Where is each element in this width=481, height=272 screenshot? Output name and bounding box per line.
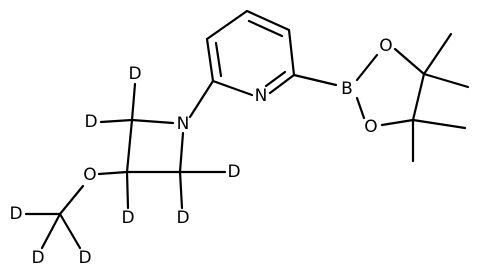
atom-d-left: D: [121, 208, 134, 228]
atom-o-methoxy: O: [83, 165, 96, 185]
bond-cbottom-d-bottom: [178, 170, 184, 210]
bond-pyr-c5-c1: [205, 37, 215, 83]
bond-pyr-n-c5: [211, 79, 254, 97]
atom-d-top-2: D: [84, 112, 97, 132]
atom-d-methyl-2: D: [31, 248, 44, 268]
bond-cleft-d-bottom: [125, 170, 130, 210]
bond-pyr-c1-c2: [205, 9, 249, 41]
atom-o-boronate-top: O: [379, 36, 392, 56]
atom-n-azetidine: N: [177, 114, 190, 134]
atom-b: B: [341, 79, 353, 99]
bond-pyr-c2-c3: [245, 9, 291, 32]
bond-cmethyl-d3: [58, 212, 82, 250]
bond-c-o-bottom: [380, 118, 415, 127]
azetidine-ring: [125, 118, 185, 174]
bond-c2-methyl-a: [411, 118, 467, 130]
atom-d-right: D: [227, 162, 240, 182]
pyridine-ring: [205, 9, 296, 97]
bond-c1-methyl-a: [422, 32, 453, 76]
methyl-groups: [411, 32, 470, 163]
atom-n-pyridine: N: [255, 86, 268, 106]
bond-o-top-c: [393, 47, 426, 76]
bond-c1-methyl-b: [422, 72, 470, 89]
bond-c-c: [411, 72, 426, 122]
bond-pyr-azetidine: [188, 79, 215, 119]
atom-d-methyl-1: D: [9, 204, 22, 224]
bond-pyr-c4-n-inner: [264, 70, 287, 88]
bond-ctop-d1: [130, 82, 137, 122]
bond-az-n-ctop: [130, 118, 175, 125]
bond-ctop-d2: [99, 118, 134, 124]
bond-cleft-o: [97, 170, 129, 176]
bond-cmethyl-d2: [40, 212, 62, 250]
bond-b-o-bottom: [355, 96, 366, 120]
bond-az-ctop-cleft: [125, 118, 134, 174]
bond-pyr-c3-c4: [287, 28, 296, 77]
bond-pyr-c4-n: [268, 73, 296, 95]
atom-o-boronate-bottom: O: [364, 117, 377, 137]
bond-pyr-c2-c3-inner: [247, 19, 284, 38]
bond-az-cbottom-n: [178, 131, 185, 174]
bond-pyr-b: [292, 73, 338, 87]
bond-b-o-top: [355, 53, 379, 82]
atom-d-methyl-3: D: [78, 248, 91, 268]
atom-d-bottom: D: [176, 208, 189, 228]
atom-d-top-1: D: [128, 64, 141, 84]
bond-pyr-c5-c1-inner: [214, 41, 223, 78]
pinacol-ring: [355, 47, 426, 127]
bond-o-cmethyl: [58, 184, 85, 216]
